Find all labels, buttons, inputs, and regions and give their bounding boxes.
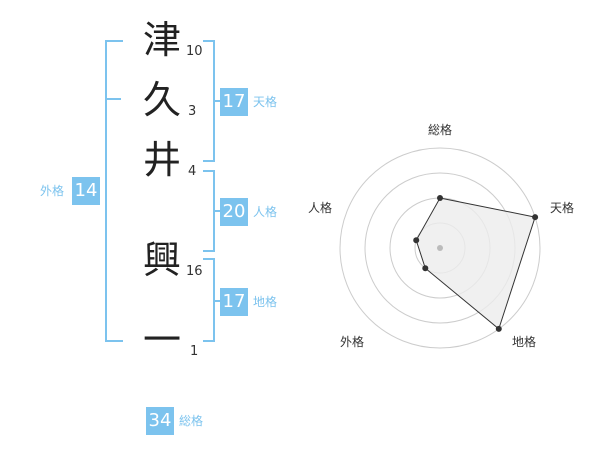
chikaku-label: 地格 [253, 295, 278, 309]
radar-axis-label-gaikaku: 外格 [340, 334, 364, 349]
radar-point-0 [437, 195, 443, 201]
name-char-1: 津 [142, 18, 181, 62]
radar-point-3 [422, 265, 429, 272]
radar-axis-label-soukaku: 総格 [428, 122, 452, 137]
jinkaku-value: 20 [220, 198, 248, 226]
stroke-count-5: 1 [190, 344, 199, 359]
tenkaku-value: 17 [220, 88, 248, 116]
soukaku-value: 34 [146, 407, 174, 435]
stroke-count-2: 3 [188, 104, 197, 119]
chikaku-tick [213, 300, 221, 302]
chikaku-value: 17 [220, 288, 248, 316]
gaikaku-label: 外格 [40, 184, 65, 198]
tenkaku-tick [213, 100, 221, 102]
radar-point-1 [532, 214, 539, 221]
gaikaku-value: 14 [72, 177, 100, 205]
radar-axis-label-chikaku: 地格 [512, 334, 536, 349]
name-char-5: 一 [142, 318, 181, 362]
stroke-count-1: 10 [186, 44, 203, 59]
radar-axis-label-jinkaku: 人格 [308, 200, 332, 215]
gaikaku-tick [105, 98, 121, 100]
fortune-radar-chart: 総格 天格 地格 外格 人格 [308, 122, 574, 349]
gaikaku-bracket [105, 40, 123, 342]
stroke-count-4: 16 [186, 264, 203, 279]
name-char-4: 興 [142, 238, 181, 282]
soukaku-label: 総格 [179, 414, 204, 428]
radar-point-4 [413, 237, 420, 244]
radar-data-polygon [415, 197, 536, 330]
radar-points [413, 195, 539, 332]
radar-point-2 [495, 325, 502, 332]
stroke-count-3: 4 [188, 164, 197, 179]
jinkaku-label: 人格 [253, 205, 278, 219]
name-char-2: 久 [142, 78, 181, 122]
radar-center-dot [437, 245, 443, 251]
radar-axis-label-tenkaku: 天格 [550, 200, 574, 215]
tenkaku-label: 天格 [253, 95, 278, 109]
name-char-3: 井 [142, 138, 181, 182]
radar-ring [339, 147, 541, 349]
jinkaku-tick [213, 210, 221, 212]
